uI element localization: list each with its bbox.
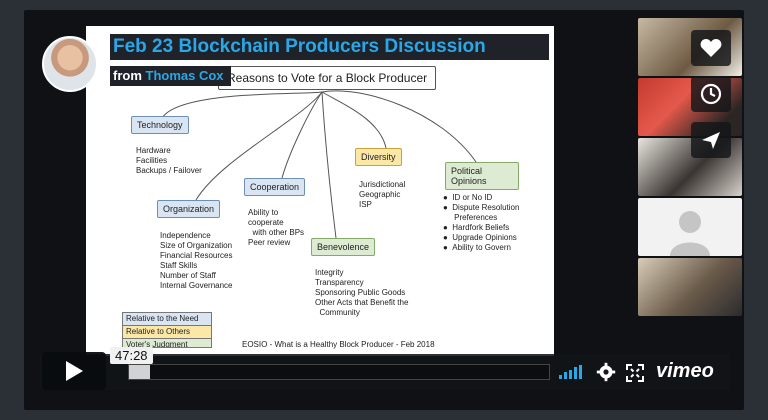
list-item: ● ID or No ID <box>443 193 493 202</box>
heart-icon <box>700 39 722 57</box>
slide-legend: Relative to the Need Relative to Others … <box>122 312 212 348</box>
benevolence-items: Integrity Transparency Sponsoring Public… <box>315 268 408 318</box>
list-item: Transparency <box>315 278 364 287</box>
list-item: with other BPs <box>248 228 305 237</box>
progress-fill <box>129 365 150 379</box>
list-item: Sponsoring Public Goods <box>315 288 406 297</box>
organization-items: Independence Size of Organization Financ… <box>160 231 233 291</box>
time-tooltip: 47:28 <box>110 347 153 364</box>
node-technology: Technology <box>131 116 189 134</box>
node-cooperation: Cooperation <box>244 178 306 196</box>
settings-icon[interactable] <box>596 362 616 382</box>
list-item: Peer review <box>248 238 291 247</box>
list-item: ● Ability to Govern <box>443 243 511 252</box>
participant-video[interactable] <box>638 258 742 316</box>
person-silhouette-icon <box>670 211 710 256</box>
author-name[interactable]: Thomas Cox <box>145 68 224 83</box>
share-button[interactable] <box>691 122 731 158</box>
list-item: Size of Organization <box>160 241 233 250</box>
volume-icon[interactable] <box>558 364 584 380</box>
list-item: ● Upgrade Opinions <box>443 233 517 242</box>
technology-items: Hardware Facilities Backups / Failover <box>136 146 202 176</box>
node-organization: Organization <box>157 200 221 218</box>
video-title: Feb 23 Blockchain Producers Discussion <box>110 34 549 60</box>
vimeo-logo[interactable]: vimeo <box>656 360 714 382</box>
participant-placeholder[interactable] <box>638 198 742 256</box>
list-item-text: ID or No ID <box>452 193 493 202</box>
list-item: Integrity <box>315 268 344 277</box>
list-item: Ability to <box>248 208 279 217</box>
list-item: Staff Skills <box>160 261 198 270</box>
diversity-items: Jurisdictional Geographic ISP <box>359 180 405 210</box>
list-item: Backups / Failover <box>136 166 202 175</box>
list-item: cooperate <box>248 218 284 227</box>
progress-bar[interactable] <box>128 364 550 380</box>
list-item: ● Dispute Resolution <box>443 203 520 212</box>
list-item: ● Hardfork Beliefs <box>443 223 510 232</box>
node-benevolence: Benevolence <box>311 238 376 256</box>
play-button[interactable] <box>42 352 106 390</box>
play-icon <box>66 361 83 381</box>
like-button[interactable] <box>691 30 731 66</box>
cooperation-items: Ability to cooperate with other BPs Peer… <box>248 208 304 248</box>
list-item: Internal Governance <box>160 281 233 290</box>
list-item: Geographic <box>359 190 401 199</box>
list-item: Financial Resources <box>160 251 233 260</box>
list-item-text: Preferences <box>449 213 498 222</box>
watch-later-button[interactable] <box>691 76 731 112</box>
list-item: Community <box>315 308 360 317</box>
list-item: ISP <box>359 200 372 209</box>
list-item: Independence <box>160 231 211 240</box>
list-item-text: Ability to Govern <box>452 243 511 252</box>
list-item-text: Upgrade Opinions <box>452 233 517 242</box>
list-item: Jurisdictional <box>359 180 406 189</box>
list-item-text: Dispute Resolution <box>452 203 520 212</box>
root-node: Reasons to Vote for a Block Producer <box>218 66 437 90</box>
legend-item: Relative to Others <box>122 326 212 339</box>
author-line: from Thomas Cox <box>110 66 231 86</box>
list-item: Hardware <box>136 146 171 155</box>
list-item: Preferences <box>443 213 519 223</box>
from-label: from <box>113 68 142 83</box>
slide-footer: EOSIO - What is a Healthy Block Producer… <box>242 340 435 349</box>
political-items: ● ID or No ID ● Dispute Resolution Prefe… <box>443 193 519 253</box>
node-diversity: Diversity <box>355 148 402 166</box>
list-item: Number of Staff <box>160 271 216 280</box>
clock-icon <box>700 83 722 105</box>
send-icon <box>702 132 720 149</box>
node-political-opinions: Political Opinions <box>445 162 519 190</box>
legend-item: Voter's Judgment <box>122 339 212 348</box>
fullscreen-icon[interactable] <box>626 364 644 382</box>
author-avatar[interactable] <box>42 36 98 92</box>
list-item: Other Acts that Benefit the <box>315 298 409 307</box>
list-item-text: Hardfork Beliefs <box>452 223 510 232</box>
list-item: Facilities <box>136 156 168 165</box>
legend-item: Relative to the Need <box>122 312 212 326</box>
